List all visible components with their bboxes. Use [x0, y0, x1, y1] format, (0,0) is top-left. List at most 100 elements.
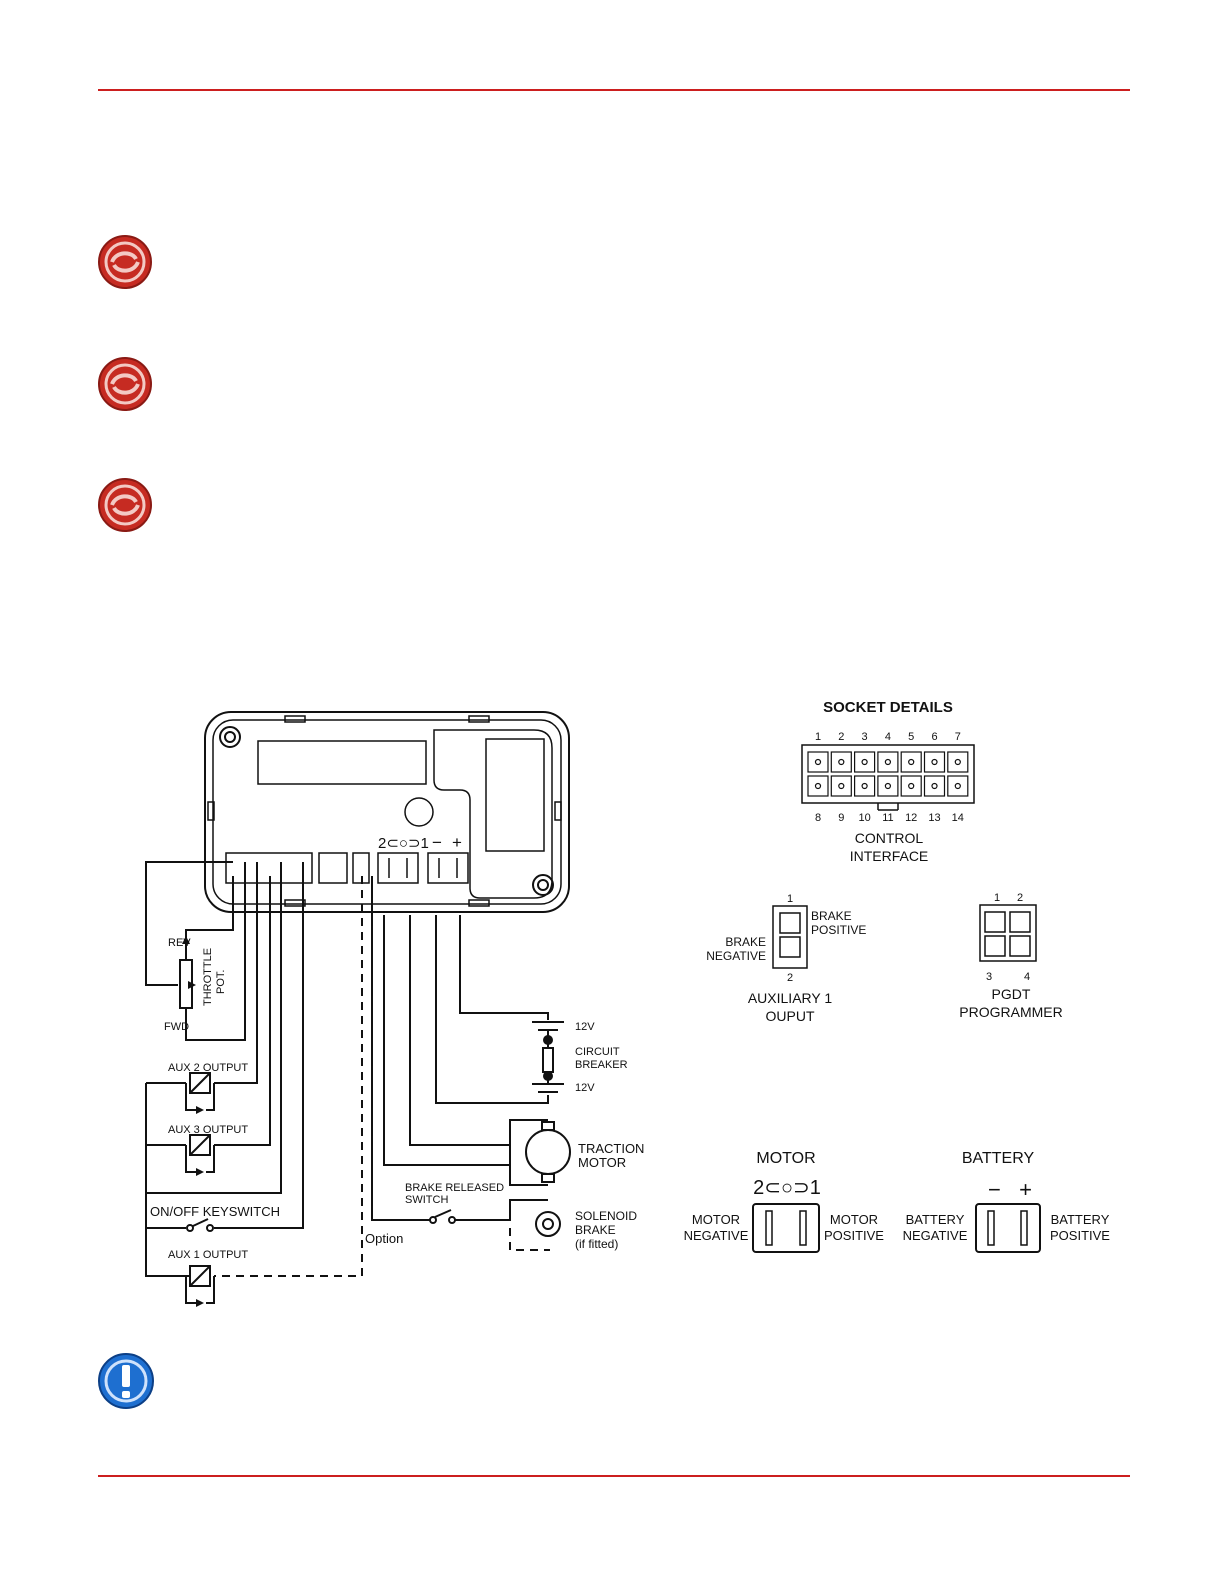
brake-negative-label-2: NEGATIVE [706, 949, 766, 963]
socket-pin-cell [853, 751, 876, 773]
control-interface-label-2: INTERFACE [850, 848, 929, 864]
socket-pin-hole [884, 758, 892, 766]
aux1-output-label: AUX 1 OUTPUT [168, 1249, 248, 1261]
control-pin-bottom: 12 [905, 812, 917, 824]
brake-positive-label-2: POSITIVE [811, 923, 866, 937]
solenoid-label-2: BRAKE [575, 1223, 616, 1237]
control-pin-top: 7 [955, 731, 961, 743]
socket-pin-hole [954, 758, 961, 766]
fwd-label: FWD [164, 1021, 189, 1033]
socket-pin-hole [884, 782, 892, 790]
breaker-label: CIRCUIT [575, 1046, 620, 1058]
socket-pin-cell [830, 775, 852, 797]
control-pin-bottom: 13 [928, 812, 940, 824]
motor-positive-label: MOTOR [830, 1212, 878, 1227]
socket-pin-hole [908, 758, 915, 766]
brake-released-label-2: SWITCH [405, 1194, 448, 1206]
socket-pin-cell [923, 775, 946, 797]
battery-connector [427, 852, 469, 884]
throttle-pot-label: THROTTLE [202, 948, 214, 1006]
footer-rule [98, 1475, 1130, 1477]
option-label: Option [365, 1231, 403, 1246]
motor-positive-label-2: POSITIVE [824, 1228, 884, 1243]
control-interface-label: CONTROL [855, 830, 924, 846]
battery-bottom-label: 12V [575, 1082, 595, 1094]
traction-label: TRACTION [578, 1141, 644, 1156]
pgdt-pin-3: 3 [986, 971, 992, 983]
control-pin-top: 1 [815, 731, 821, 743]
control-pin-bottom: 14 [952, 812, 964, 824]
controller-battery-minus: − [432, 833, 442, 852]
socket-pin-hole [814, 782, 822, 790]
aux1-pin-1: 1 [787, 893, 793, 905]
motor-negative-label: MOTOR [692, 1212, 740, 1227]
throttle-pot-label-2: POT. [215, 970, 227, 994]
solenoid-brake [535, 1211, 561, 1237]
controller-motor-mark: 2⊂○⊃1 [378, 835, 429, 852]
battery-positive-label-2: POSITIVE [1050, 1228, 1110, 1243]
socket-pin-cell [877, 775, 899, 797]
socket-pin-hole [931, 758, 938, 766]
socket-pin-cell [830, 751, 852, 773]
brake-negative-label: BRAKE [725, 935, 766, 949]
pgdt-label-2: PROGRAMMER [959, 1004, 1062, 1020]
socket-pin-hole [838, 758, 845, 766]
pgdt-label: PGDT [992, 986, 1031, 1002]
control-pin-top: 5 [908, 731, 914, 743]
rev-label: REV [168, 937, 191, 949]
warning-icon [98, 478, 152, 532]
controller-housing [204, 711, 570, 913]
control-pin-top: 3 [862, 731, 868, 743]
battery-negative-label: BATTERY [906, 1212, 965, 1227]
battery-negative-label-2: NEGATIVE [903, 1228, 968, 1243]
battery-title: BATTERY [962, 1150, 1035, 1167]
traction-label-2: MOTOR [578, 1155, 626, 1170]
battery-positive-label: BATTERY [1051, 1212, 1110, 1227]
solenoid-label: SOLENOID [575, 1209, 637, 1223]
aux3-output-label: AUX 3 OUTPUT [168, 1124, 248, 1136]
socket-pin-cell [947, 751, 969, 773]
socket-pin-cell [877, 751, 899, 773]
socket-pin-hole [861, 758, 868, 766]
motor-symbol: 2⊂○⊃1 [753, 1177, 821, 1199]
socket-pin-hole [908, 782, 915, 790]
pgdt-connector [318, 852, 348, 884]
controller-battery-plus: + [452, 833, 462, 852]
note-exclamation-icon [98, 1353, 154, 1409]
warning-icon [98, 357, 152, 411]
socket-pin-cell [923, 751, 946, 773]
warning-icon [98, 235, 152, 289]
aux1-socket-label: AUXILIARY 1 [748, 990, 833, 1006]
battery-top-label: 12V [575, 1021, 595, 1033]
pgdt-pin-4: 4 [1024, 971, 1030, 983]
socket-pin-cell [807, 775, 829, 797]
socket-details-title: SOCKET DETAILS [823, 699, 953, 716]
control-pin-bottom: 8 [815, 812, 821, 824]
pgdt-pin-1: 1 [994, 892, 1000, 904]
socket-pin-hole [931, 782, 938, 790]
solenoid-label-3: (if fitted) [575, 1237, 618, 1251]
socket-pin-hole [838, 782, 845, 790]
header-rule [98, 89, 1130, 91]
socket-pin-hole [954, 782, 961, 790]
control-pin-bottom: 9 [838, 812, 844, 824]
battery-symbol: − + [988, 1177, 1032, 1202]
socket-pin-cell [807, 751, 829, 773]
socket-pin-hole [814, 758, 822, 766]
control-pin-top: 6 [931, 731, 937, 743]
brake-positive-label: BRAKE [811, 909, 852, 923]
control-pin-bottom: 11 [882, 812, 893, 824]
aux2-output-label: AUX 2 OUTPUT [168, 1062, 248, 1074]
control-pin-bottom: 10 [858, 812, 870, 824]
socket-pin-cell [853, 775, 876, 797]
socket-pin-hole [861, 782, 868, 790]
socket-pin-cell [947, 775, 969, 797]
keyswitch-label: ON/OFF KEYSWITCH [150, 1204, 280, 1219]
socket-pin-cell [900, 751, 922, 773]
motor-connector [377, 852, 419, 884]
motor-title: MOTOR [756, 1150, 815, 1167]
aux1-pin-2: 2 [787, 972, 793, 984]
brake-released-label: BRAKE RELEASED [405, 1182, 504, 1194]
control-pin-top: 4 [885, 731, 891, 743]
